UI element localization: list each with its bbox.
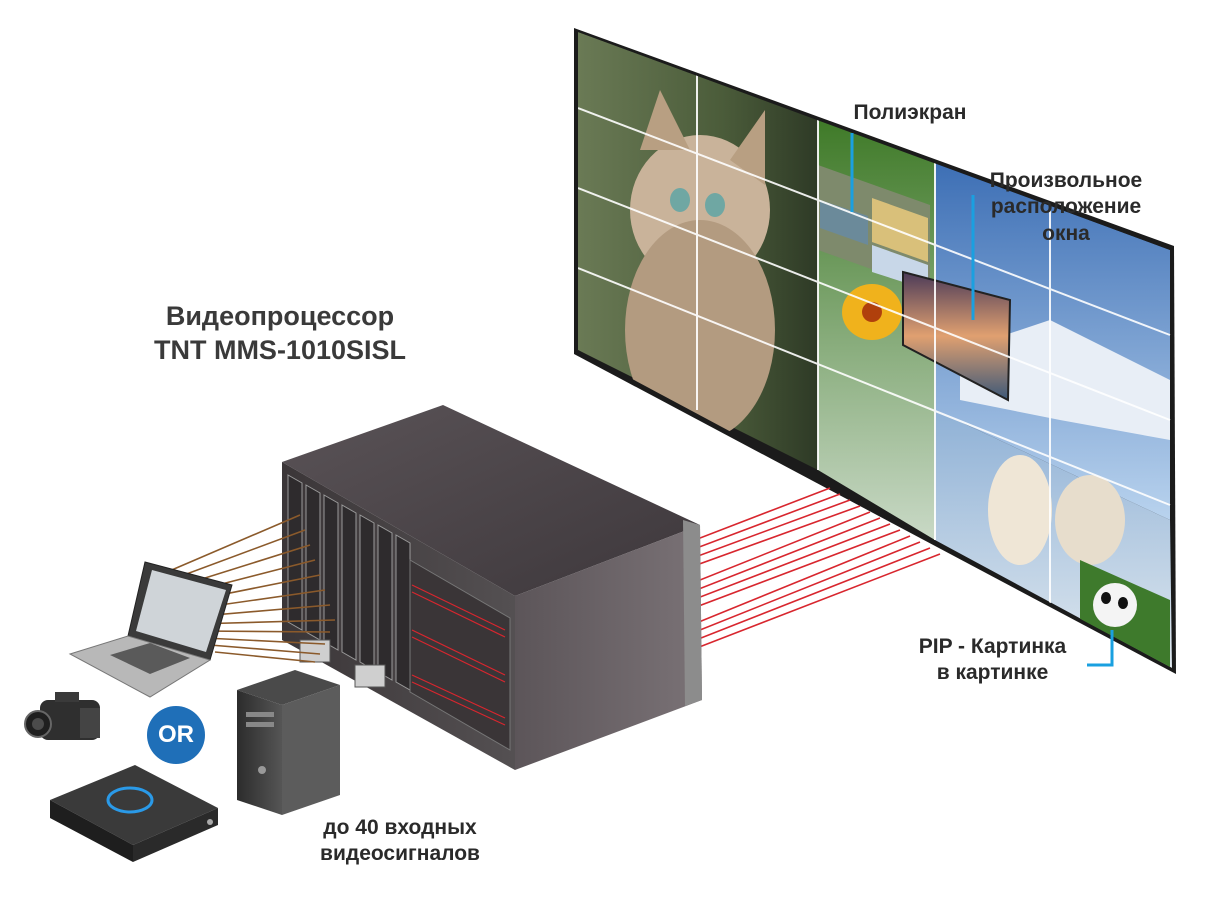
processor-title-line1: Видеопроцессор: [165, 301, 395, 331]
or-badge: OR: [147, 706, 205, 764]
sources-caption-line1: до 40 входных: [323, 816, 477, 839]
polyscreen-label-text: Полиэкран: [853, 101, 967, 124]
free-window-label-line3: окна: [1042, 221, 1090, 245]
free-window-label: Произвольное расположение окна: [968, 168, 1164, 247]
camcorder-icon: [24, 692, 100, 740]
video-wall: [574, 28, 1176, 674]
blu-ray-player-icon: [50, 765, 218, 862]
free-window-label-line2: расположение: [990, 195, 1142, 219]
polyscreen-label: Полиэкран: [830, 100, 990, 126]
callout-lines: [850, 133, 1114, 667]
pip-label-line1: PIP - Картинка: [918, 635, 1067, 658]
processor-title: Видеопроцессор TNT MMS-1010SISL: [110, 300, 450, 368]
processor-title-line2: TNT MMS-1010SISL: [153, 334, 407, 365]
sources-caption: до 40 входных видеосигналов: [285, 815, 515, 868]
laptop-icon: [68, 561, 233, 698]
pc-tower-icon: [237, 670, 340, 815]
video-processor-rack: [282, 405, 702, 770]
pip-label-line2: в картинке: [936, 661, 1049, 685]
free-window-label-line1: Произвольное: [989, 169, 1143, 192]
sources-caption-line2: видеосигналов: [320, 842, 480, 866]
pip-label: PIP - Картинка в картинке: [895, 634, 1090, 687]
pip-callout-line: [1087, 630, 1114, 667]
